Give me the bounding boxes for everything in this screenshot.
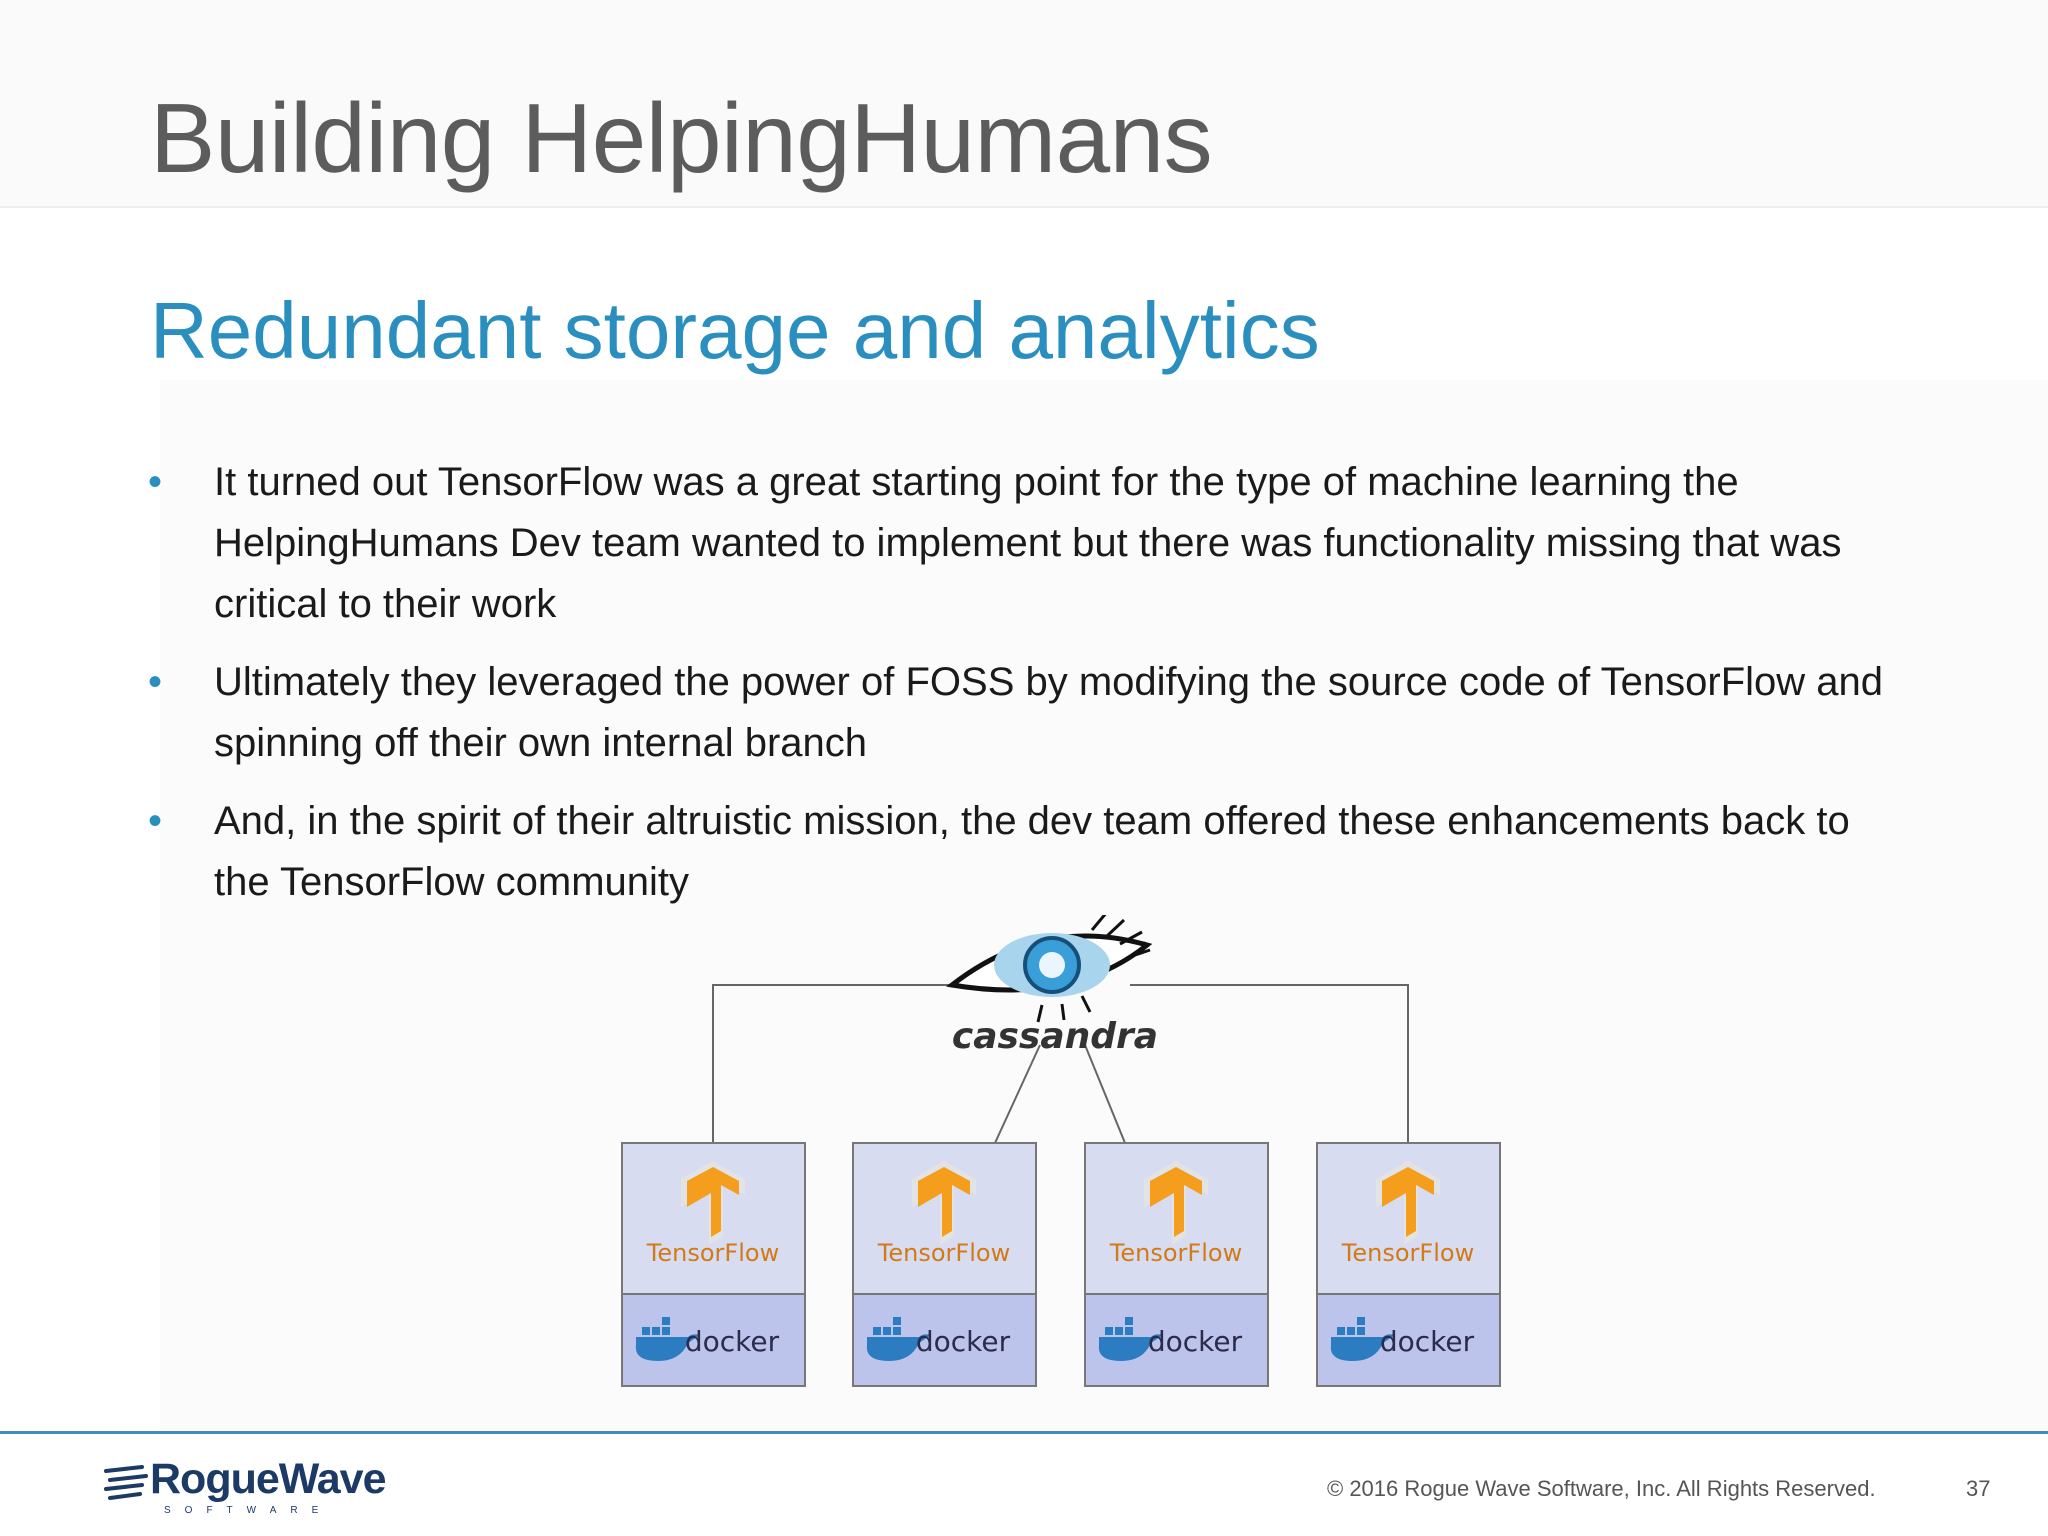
tensorflow-label: TensorFlow: [877, 1239, 1010, 1267]
tensorflow-icon: [681, 1161, 745, 1245]
docker-icon: [1098, 1317, 1163, 1361]
slide-title: Building HelpingHumans: [150, 83, 1213, 193]
bullet-text: And, in the spirit of their altruistic m…: [214, 799, 1850, 904]
slide-subtitle: Redundant storage and analytics: [150, 286, 1320, 375]
bullet-list: • It turned out TensorFlow was a great s…: [148, 452, 1908, 930]
tensorflow-icon: [1144, 1161, 1208, 1245]
docker-icon: [866, 1317, 931, 1361]
logo-mark-icon: [104, 1465, 148, 1500]
docker-label: docker: [685, 1325, 780, 1358]
footer: [0, 1434, 2048, 1536]
docker-icon: [635, 1317, 700, 1361]
tensorflow-label: TensorFlow: [1109, 1239, 1242, 1267]
eye-icon: [945, 915, 1153, 1023]
connector-lines: [712, 984, 1409, 1144]
bullet-text: Ultimately they leveraged the power of F…: [214, 660, 1884, 765]
bullet-marker: •: [148, 460, 163, 504]
copyright-text: © 2016 Rogue Wave Software, Inc. All Rig…: [1327, 1476, 1876, 1501]
docker-label: docker: [916, 1325, 1011, 1358]
docker-label: docker: [1148, 1325, 1243, 1358]
docker-label: docker: [1380, 1325, 1475, 1358]
bullet-text: It turned out TensorFlow was a great sta…: [214, 460, 1842, 626]
node-box: TensorFlow docker: [852, 1142, 1037, 1387]
tensorflow-icon: [1376, 1161, 1440, 1245]
bullet-item: • It turned out TensorFlow was a great s…: [148, 452, 1908, 635]
tensorflow-icon: [912, 1161, 976, 1245]
node-box: TensorFlow docker: [1316, 1142, 1501, 1387]
node-box: TensorFlow docker: [1084, 1142, 1269, 1387]
hub-label: cassandra: [952, 1016, 1158, 1057]
tensorflow-label: TensorFlow: [1341, 1239, 1474, 1267]
node-box: TensorFlow docker: [621, 1142, 806, 1387]
bullet-marker: •: [148, 660, 163, 704]
logo-subtext: SOFTWARE: [164, 1505, 333, 1516]
architecture-diagram: cassandra TensorFlow docker TensorFlow d…: [621, 915, 1501, 1387]
docker-icon: [1330, 1317, 1395, 1361]
footer-divider: [0, 1431, 2048, 1434]
page-number: 37: [1966, 1476, 1991, 1501]
logo-wordmark: RogueWave: [150, 1455, 386, 1503]
title-band: [0, 0, 2048, 208]
tensorflow-label: TensorFlow: [646, 1239, 779, 1267]
bullet-item: • And, in the spirit of their altruistic…: [148, 791, 1908, 913]
bullet-marker: •: [148, 799, 163, 843]
bullet-item: • Ultimately they leveraged the power of…: [148, 652, 1908, 774]
